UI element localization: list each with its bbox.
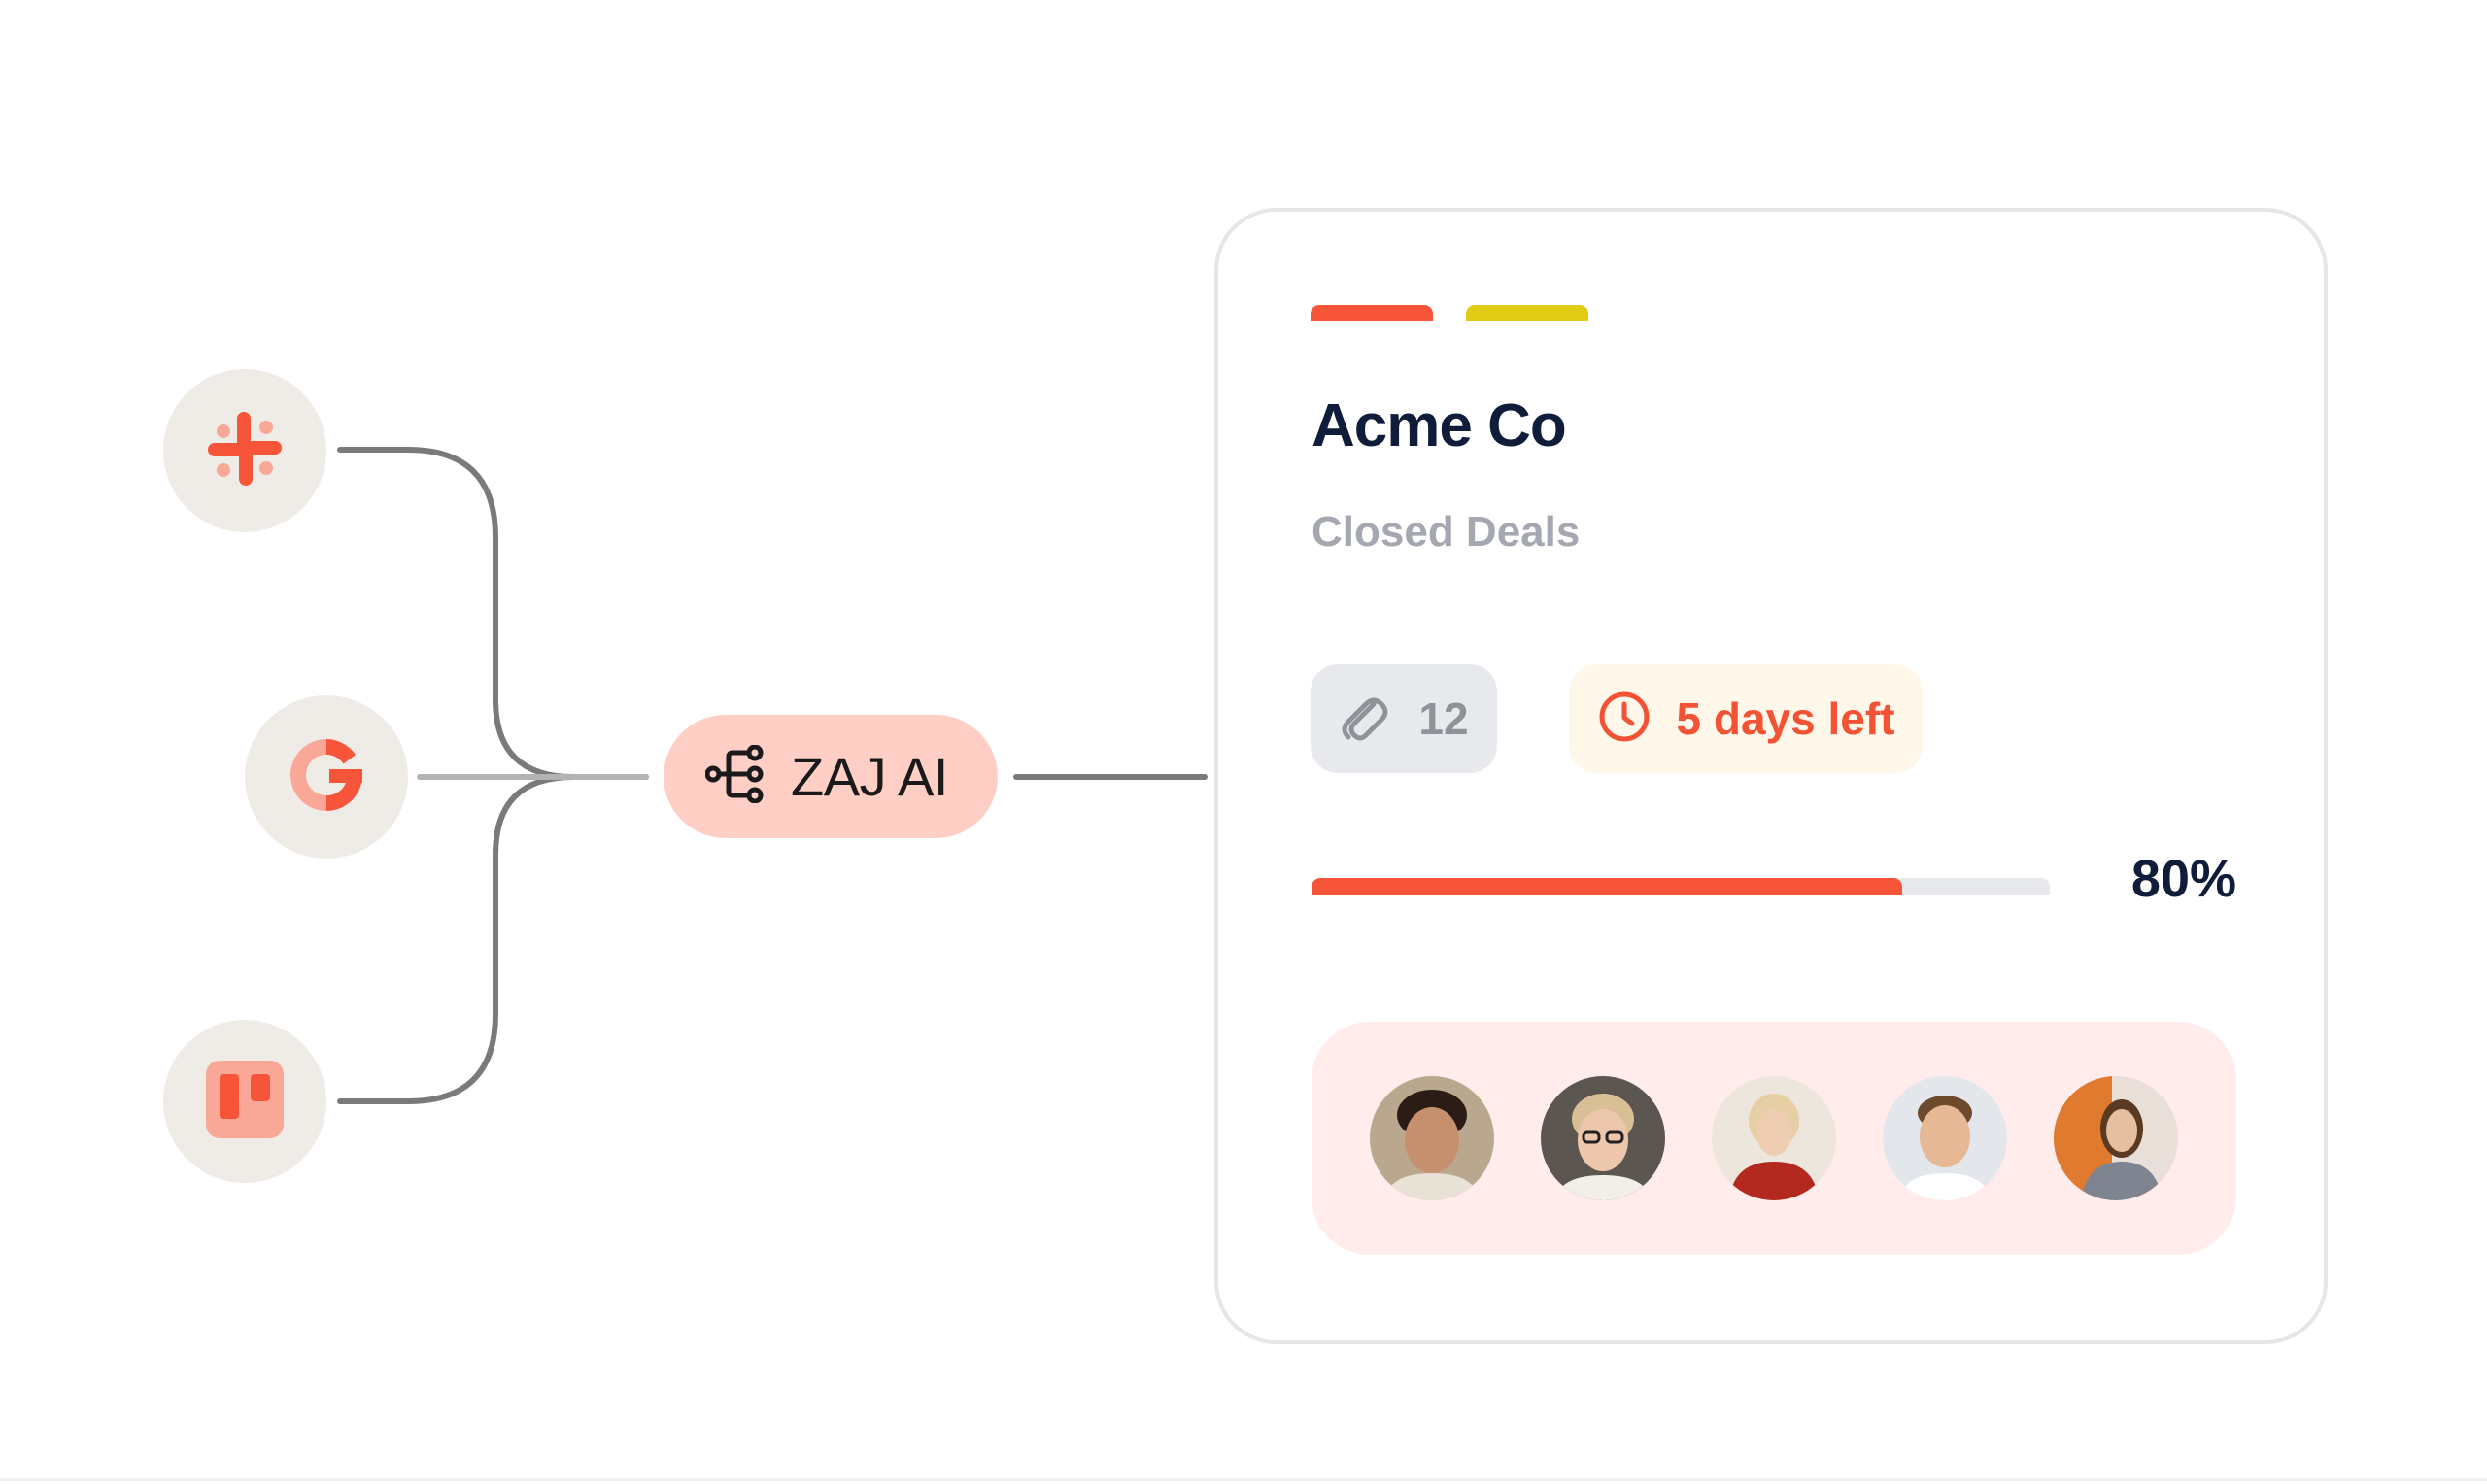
- integration-slack[interactable]: [163, 369, 326, 532]
- progress-fill: [1312, 878, 1902, 895]
- avatar[interactable]: [1883, 1076, 2007, 1200]
- deadline-chip[interactable]: 5 days left: [1569, 664, 1923, 773]
- google-icon: [285, 733, 368, 822]
- connector-slack: [337, 447, 649, 780]
- workflow-icon: [704, 744, 767, 808]
- team-avatars: [1312, 1022, 2236, 1255]
- bottom-divider: [0, 1478, 2487, 1481]
- integration-google[interactable]: [245, 695, 408, 859]
- clock-icon: [1597, 690, 1652, 749]
- slack-icon: [202, 406, 288, 496]
- card-subtitle: Closed Deals: [1312, 508, 1581, 556]
- hub-label: ZAJ AI: [791, 746, 948, 807]
- avatar[interactable]: [1541, 1076, 1665, 1200]
- zaj-ai-hub[interactable]: ZAJ AI: [664, 715, 998, 838]
- avatar[interactable]: [1712, 1076, 1836, 1200]
- card-title: Acme Co: [1312, 392, 1567, 459]
- deal-card[interactable]: Acme Co Closed Deals 12 5 days left 80%: [1214, 208, 2328, 1344]
- progress-bar: [1312, 878, 2050, 895]
- trello-icon: [206, 1060, 284, 1143]
- avatar[interactable]: [2054, 1076, 2178, 1200]
- progress-label: 80%: [2130, 850, 2236, 908]
- integration-trello[interactable]: [163, 1020, 326, 1183]
- tag-yellow: [1466, 305, 1588, 321]
- attachments-count: 12: [1418, 693, 1469, 744]
- avatar[interactable]: [1370, 1076, 1494, 1200]
- paperclip-icon: [1339, 689, 1389, 750]
- attachments-chip[interactable]: 12: [1311, 664, 1497, 773]
- deadline-text: 5 days left: [1676, 693, 1895, 744]
- connector-trello: [337, 774, 576, 1104]
- tag-red: [1311, 305, 1433, 321]
